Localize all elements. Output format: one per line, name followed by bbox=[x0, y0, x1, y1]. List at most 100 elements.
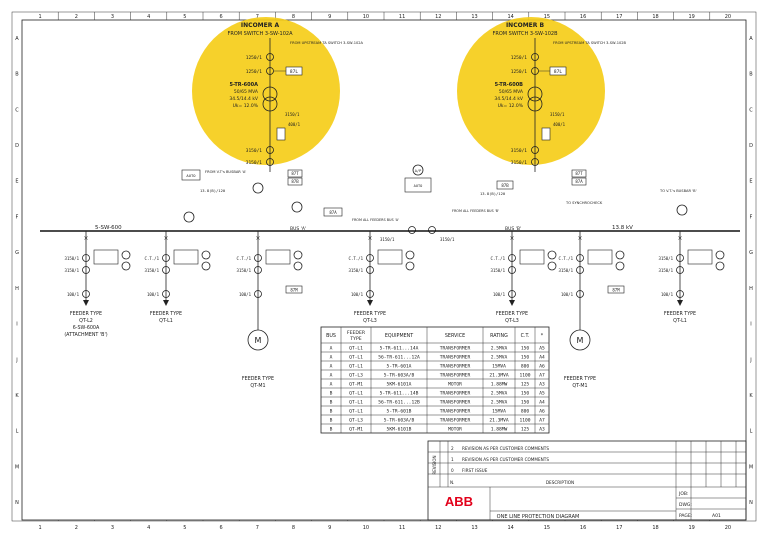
row-letter-left: D bbox=[15, 143, 19, 149]
col-number-top: 2 bbox=[75, 14, 78, 20]
table-cell: A bbox=[330, 355, 333, 361]
table-cell: 150 bbox=[521, 391, 530, 397]
table-cell: 800 bbox=[521, 364, 530, 370]
incomer-a-ct4: 400/1 bbox=[288, 122, 301, 127]
feeder-breaker-mark: × bbox=[367, 235, 372, 242]
col-number-bottom: 1 bbox=[39, 525, 42, 531]
feeder-type: QT-L1 bbox=[159, 318, 173, 324]
transformer-a-mva: 50/65 MVA bbox=[234, 89, 259, 95]
table-cell: 56-TR-611...12B bbox=[378, 400, 420, 406]
table-cell: QT-M1 bbox=[349, 427, 363, 433]
revision-desc-header: DESCRIPTION bbox=[546, 480, 574, 485]
table-cell: 150 bbox=[521, 346, 530, 352]
col-number-bottom: 16 bbox=[580, 525, 586, 531]
feeder-breaker-mark: × bbox=[163, 235, 168, 242]
incomer-a-ct2: 1250/1 bbox=[246, 69, 263, 75]
table-cell: 800 bbox=[521, 409, 530, 415]
table-cell: QT-L3 bbox=[349, 418, 363, 424]
feeder-ct-top: C.T./1 bbox=[349, 256, 364, 261]
table-header: FEEDER bbox=[347, 330, 366, 336]
motor-letter: M bbox=[255, 336, 262, 345]
feeder-relay-box bbox=[687, 249, 713, 265]
feeder-ct-low: 100/1 bbox=[661, 292, 674, 297]
table-cell: TRANSFORMER bbox=[440, 355, 471, 361]
coupler-ct-b: 3150/1 bbox=[440, 237, 455, 242]
feeder-ct-mid: 3150/1 bbox=[237, 268, 252, 273]
feeder-ct-top: 3150/1 bbox=[659, 256, 674, 261]
col-number-top: 6 bbox=[220, 14, 223, 20]
col-number-top: 20 bbox=[725, 14, 731, 20]
table-cell: A6 bbox=[539, 409, 545, 415]
incomer-b-ct3: 3150/1 bbox=[550, 112, 565, 117]
table-header: RATING bbox=[490, 333, 508, 339]
row-letter-left: I bbox=[16, 322, 17, 328]
table-cell: 1.88MW bbox=[491, 427, 508, 433]
row-letter-right: M bbox=[749, 464, 753, 470]
transformer-b-kv: 34.5/14.4 kV bbox=[494, 96, 524, 102]
row-letter-right: I bbox=[750, 322, 751, 328]
feeder-breaker-mark: × bbox=[255, 235, 260, 242]
table-header: TYPE bbox=[349, 336, 361, 342]
row-letter-left: G bbox=[15, 250, 19, 256]
transformer-a-name: 5-TR-600A bbox=[230, 82, 259, 88]
revision-vertical-label: REVISION bbox=[432, 455, 437, 474]
transformer-b-secondary-winding bbox=[527, 96, 543, 112]
col-number-top: 8 bbox=[292, 14, 295, 20]
row-letter-left: N bbox=[15, 500, 19, 506]
row-letter-right: G bbox=[749, 250, 753, 256]
revision-desc-0: FIRST ISSUE bbox=[462, 468, 488, 473]
feeder-relay-box bbox=[519, 249, 545, 265]
col-number-bottom: 17 bbox=[616, 525, 622, 531]
table-cell: 5-TR-611...14A bbox=[380, 346, 419, 352]
feeder-ct-mid: 3150/1 bbox=[145, 268, 160, 273]
table-cell: 5-TR-601B bbox=[387, 409, 412, 415]
table-cell: QT-L3 bbox=[349, 373, 363, 379]
feeder-ct-low: 100/1 bbox=[147, 292, 160, 297]
feeder-ct-mid: 3150/1 bbox=[659, 268, 674, 273]
table-cell: TRANSFORMER bbox=[440, 391, 471, 397]
col-number-top: 12 bbox=[435, 14, 441, 20]
row-letter-right: F bbox=[750, 214, 753, 220]
table-cell: A bbox=[330, 382, 333, 388]
revision-desc-2: REVISION AS PER CUSTOMER COMMENTS bbox=[462, 446, 549, 451]
table-cell: 21.3MVA bbox=[489, 373, 509, 379]
feeder-ct-top: C.T./1 bbox=[491, 256, 506, 261]
to-vt-bus-b-label: TO V.T.'s BUSBAR 'B' bbox=[659, 189, 697, 193]
table-cell: 1100 bbox=[519, 373, 530, 379]
feeder-breaker-mark: × bbox=[509, 235, 514, 242]
feeder-label: FEEDER TYPE bbox=[564, 376, 596, 382]
table-cell: 21.3MVA bbox=[489, 418, 509, 424]
row-letter-right: J bbox=[749, 357, 751, 363]
table-cell: 5KM-6101B bbox=[387, 427, 412, 433]
col-number-bottom: 8 bbox=[292, 525, 295, 531]
table-cell: QT-L1 bbox=[349, 391, 363, 397]
transformer-b-primary-winding bbox=[527, 86, 543, 102]
ap-relay bbox=[412, 164, 424, 176]
col-number-top: 10 bbox=[363, 14, 369, 20]
feeder-relay-box bbox=[173, 249, 199, 265]
incomer-a-ct1: 1250/1 bbox=[246, 55, 263, 61]
table-cell: QT-L1 bbox=[349, 400, 363, 406]
col-number-top: 14 bbox=[508, 14, 514, 20]
table-cell: 5-TR-611...14B bbox=[380, 391, 419, 397]
table-cell: 2.5MVA bbox=[491, 346, 508, 352]
col-number-bottom: 15 bbox=[544, 525, 550, 531]
table-header: EQUIPMENT bbox=[385, 333, 413, 339]
row-letter-right: L bbox=[750, 429, 753, 435]
transformer-a-secondary-winding bbox=[262, 96, 278, 112]
col-number-bottom: 3 bbox=[111, 525, 114, 531]
row-letter-left: H bbox=[15, 286, 19, 292]
row-letter-right: C bbox=[749, 107, 753, 113]
title-block: REVISION 2 REVISION AS PER CUSTOMER COMM… bbox=[427, 440, 747, 521]
feeder-type: QT-M1 bbox=[572, 383, 587, 389]
row-letter-left: M bbox=[15, 464, 19, 470]
feeder-extra: 6-SW-600A bbox=[73, 325, 100, 331]
table-cell: QT-L1 bbox=[349, 355, 363, 361]
table-cell: 1100 bbox=[519, 418, 530, 424]
motor-symbol bbox=[569, 329, 591, 351]
